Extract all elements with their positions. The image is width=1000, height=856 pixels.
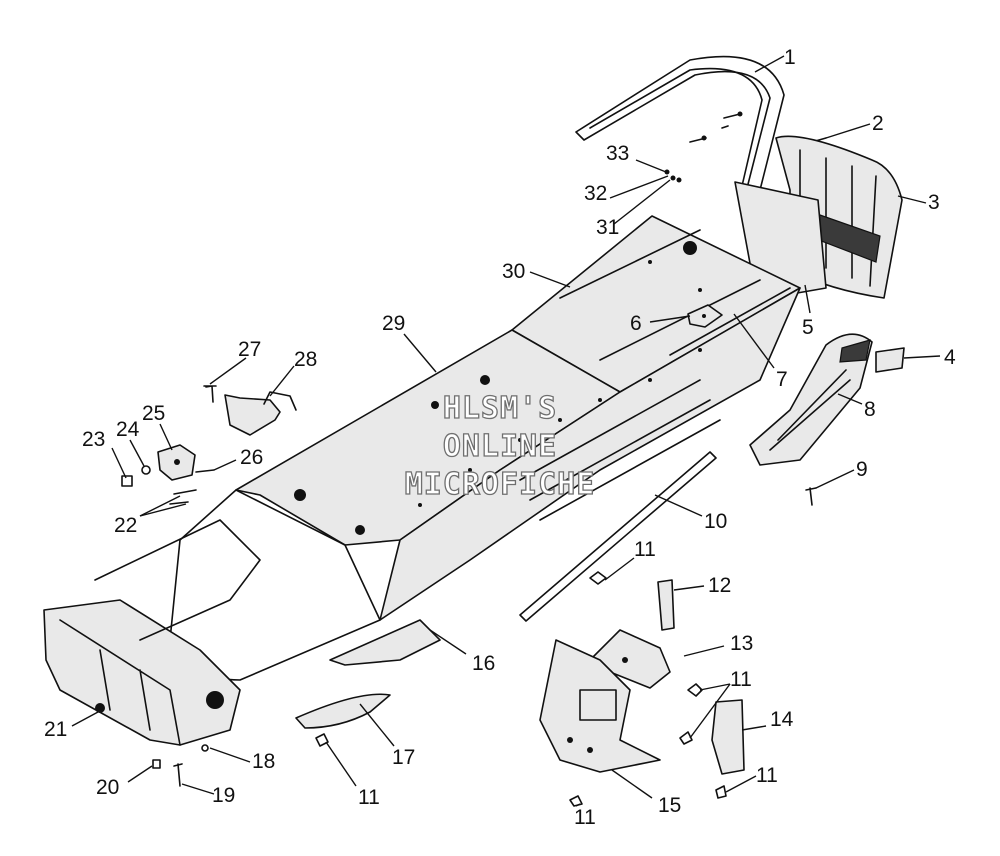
callout-7: 7	[776, 368, 788, 391]
leader-lines	[71, 55, 941, 807]
part-bolt-11	[315, 571, 727, 807]
callout-25: 25	[142, 402, 165, 425]
callout-14: 14	[770, 708, 794, 731]
callout-16: 16	[472, 652, 495, 675]
part-bracket-15	[539, 639, 661, 773]
callout-11-a: 11	[634, 538, 656, 561]
part-foot-rest	[749, 333, 873, 466]
part-pad	[875, 347, 905, 373]
part-grab-bar	[575, 55, 785, 197]
callout-26: 26	[240, 446, 263, 469]
part-bolt-9	[805, 487, 817, 506]
part-hardware-cluster	[121, 385, 297, 505]
part-small-plate	[687, 304, 723, 328]
part-side-rail	[329, 619, 441, 666]
watermark-line-1: HLSM'S	[443, 391, 557, 426]
callout-18: 18	[252, 750, 275, 773]
callout-33: 33	[606, 142, 629, 165]
callout-30: 30	[502, 260, 525, 283]
callout-2: 2	[872, 112, 884, 135]
callout-22: 22	[114, 514, 137, 537]
callout-11-e: 11	[358, 786, 380, 809]
part-small-hardware	[152, 744, 209, 787]
callout-3: 3	[928, 191, 940, 214]
callout-4: 4	[944, 346, 956, 369]
callout-32: 32	[584, 182, 607, 205]
part-side-plate	[711, 699, 745, 775]
callout-11-d: 11	[574, 806, 596, 829]
callout-13: 13	[730, 632, 753, 655]
callout-28: 28	[294, 348, 317, 371]
callout-17: 17	[392, 746, 415, 769]
part-chassis-tunnel	[169, 287, 801, 681]
callout-31: 31	[596, 216, 619, 239]
callout-20: 20	[96, 776, 119, 799]
callout-labels: 1 2 3 4 5 6 7 8 9 10 11 11 11 11 11 11 1…	[44, 46, 956, 829]
callout-9: 9	[856, 458, 868, 481]
callout-27: 27	[238, 338, 261, 361]
watermark-line-3: MICROFICHE	[405, 467, 596, 502]
callout-11-c: 11	[756, 764, 778, 787]
callout-1: 1	[784, 46, 796, 69]
callout-6: 6	[630, 312, 642, 335]
callout-23: 23	[82, 428, 105, 451]
callout-8: 8	[864, 398, 876, 421]
part-front-bulkhead	[43, 519, 261, 746]
callout-10: 10	[704, 510, 727, 533]
callout-24: 24	[116, 418, 140, 441]
part-strap	[657, 579, 675, 631]
callout-5: 5	[802, 316, 814, 339]
part-running-rod	[519, 451, 717, 622]
watermark: HLSM'S ONLINE MICROFICHE	[404, 390, 596, 502]
part-cover-panel	[295, 693, 391, 729]
callout-11-b: 11	[730, 668, 752, 691]
callout-12: 12	[708, 574, 731, 597]
part-screws-grab-bar	[664, 111, 743, 183]
callout-21: 21	[44, 718, 67, 741]
watermark-line-2: ONLINE	[443, 429, 557, 464]
callout-19: 19	[212, 784, 235, 807]
callout-15: 15	[658, 794, 681, 817]
callout-29: 29	[382, 312, 405, 335]
